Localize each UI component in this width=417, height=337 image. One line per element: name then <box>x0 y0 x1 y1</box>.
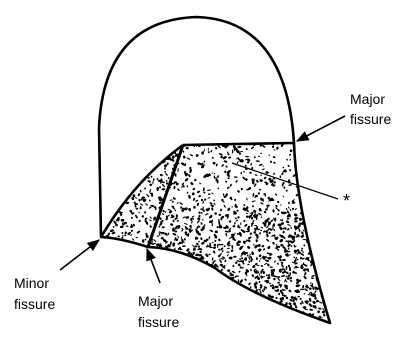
asterisk-pointer-line <box>232 163 338 199</box>
lung-outline <box>99 17 330 323</box>
label-major-fissure-bottom: Major fissure <box>138 293 179 330</box>
middle-lobe-stipple <box>98 141 186 252</box>
horizontal-fissure-line <box>183 143 293 145</box>
label-minor-fissure: Minor fissure <box>14 275 55 312</box>
major-fissure-bottom-arrow <box>147 249 160 283</box>
major-fissure-top-arrow <box>297 116 345 141</box>
minor-fissure-arrow <box>60 240 99 270</box>
label-asterisk: * <box>343 191 350 211</box>
label-major-fissure-top: Major fissure <box>350 91 391 127</box>
